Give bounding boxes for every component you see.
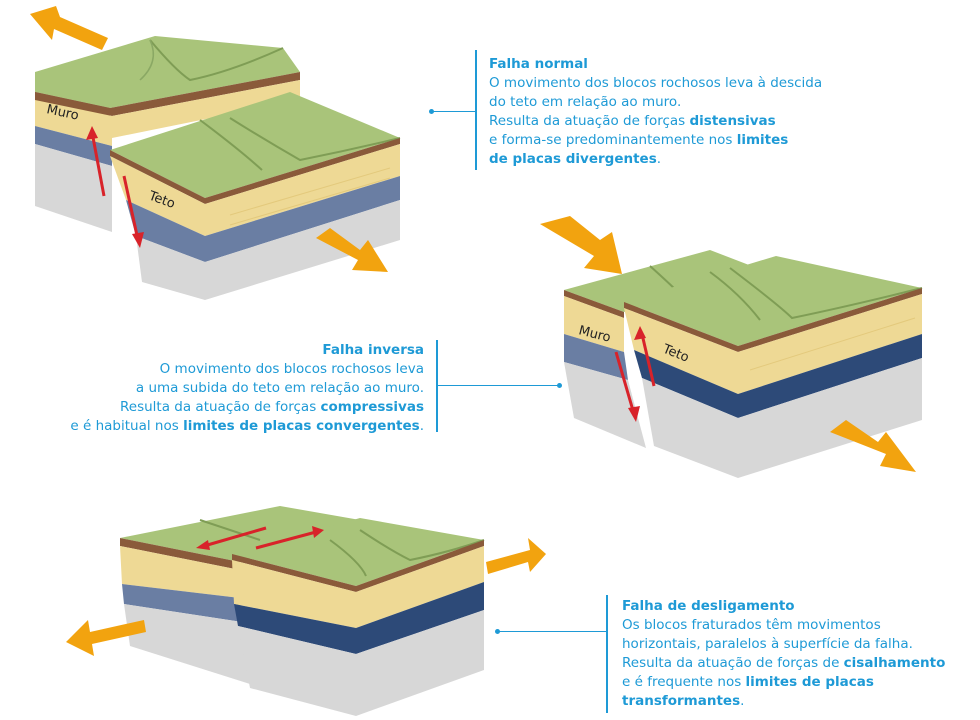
- teto-top-surface: [110, 92, 400, 198]
- inverse-fault-diagram: Muro Teto: [530, 210, 950, 490]
- divider-normal: [475, 50, 477, 170]
- divider-inverse: [436, 340, 438, 432]
- connector-dot-normal: [429, 109, 434, 114]
- connector-line-strike: [498, 631, 606, 632]
- strike-slip-fault-description: Falha de desligamento Os blocos fraturad…: [622, 598, 946, 709]
- right-motion-arrow: [255, 530, 317, 550]
- muro-label: Muro: [45, 102, 80, 123]
- tension-arrow-left: [30, 6, 108, 50]
- shear-arrow-right: [486, 538, 546, 574]
- strike-slip-fault-diagram: [60, 470, 550, 720]
- normal-fault-description: Falha normal O movimento dos blocos roch…: [489, 56, 823, 167]
- connector-line-normal: [432, 111, 475, 112]
- inverse-fault-title: Falha inversa: [322, 342, 424, 358]
- divider-strike: [606, 595, 608, 713]
- normal-fault-title: Falha normal: [489, 56, 588, 72]
- connector-dot-inverse: [557, 383, 562, 388]
- compression-arrow-right: [830, 420, 916, 472]
- tension-arrow-right: [316, 228, 388, 272]
- muro-top-surface: [35, 36, 300, 108]
- connector-line-inverse: [438, 385, 558, 386]
- inverse-fault-description: Falha inversa O movimento dos blocos roc…: [70, 342, 424, 434]
- down-arrow: [614, 351, 636, 415]
- strike-slip-fault-title: Falha de desligamento: [622, 598, 795, 614]
- normal-fault-diagram: Muro Teto: [0, 0, 460, 300]
- down-arrow: [122, 175, 140, 241]
- shear-arrow-left: [66, 620, 146, 656]
- connector-dot-strike: [495, 629, 500, 634]
- left-motion-arrow: [203, 526, 267, 548]
- compression-arrow-left: [540, 216, 622, 274]
- up-arrow: [90, 131, 106, 197]
- up-arrow: [640, 333, 656, 387]
